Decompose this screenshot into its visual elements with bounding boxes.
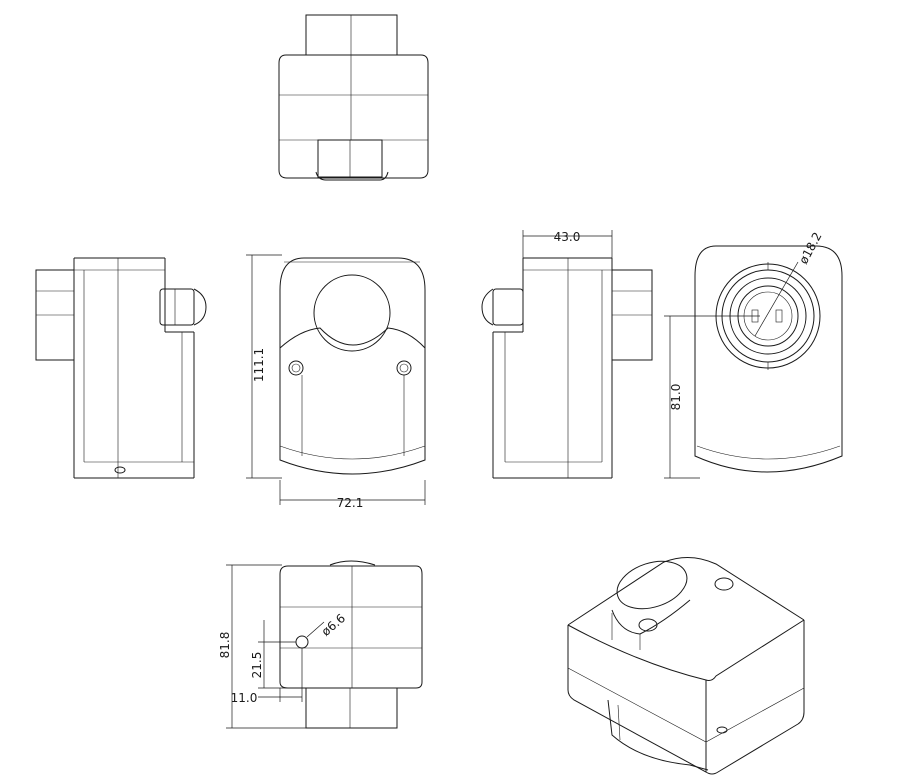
dim-front-height: 111.1: [252, 348, 266, 382]
rear-view: [664, 245, 843, 479]
dim-front-width: 72.1: [337, 496, 364, 510]
dim-rear-connector-diameter: ø18.2: [796, 230, 824, 267]
isometric-view: [567, 557, 805, 775]
right-view: [481, 230, 653, 479]
top-view: [278, 14, 429, 181]
dim-bottom-hole-x: 11.0: [231, 691, 258, 705]
dim-rear-connector-height: 81.0: [669, 384, 683, 411]
dim-bottom-hole-diameter: ø6.6: [319, 611, 348, 639]
dim-bottom-hole-y: 21.5: [250, 652, 264, 679]
left-view: [35, 257, 207, 479]
dim-bottom-overall: 81.8: [218, 632, 232, 659]
bottom-view: [226, 560, 423, 729]
front-view: [246, 254, 426, 505]
dim-right-depth: 43.0: [554, 230, 581, 244]
